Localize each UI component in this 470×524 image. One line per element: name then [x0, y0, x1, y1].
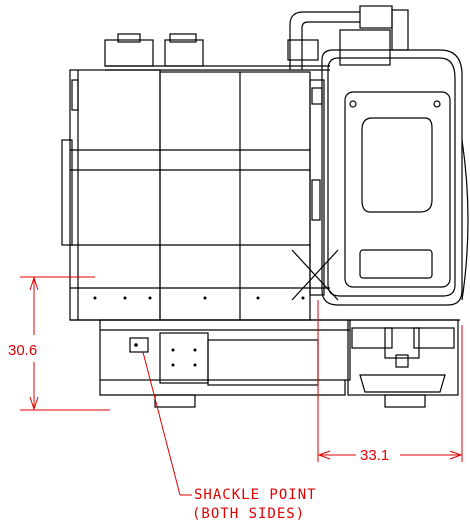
width-dimension-label: 33.1 — [360, 447, 389, 464]
foot-left — [154, 394, 196, 408]
shackle-point — [129, 337, 149, 353]
base-panel — [159, 332, 209, 384]
dimension-width — [317, 300, 463, 462]
pipe-fitting — [359, 5, 393, 29]
callout-line-2: (BOTH SIDES) — [192, 506, 305, 522]
left-panel — [61, 139, 73, 246]
callout-leader — [142, 351, 192, 496]
left-enclosure — [69, 69, 161, 321]
arrow-up-icon — [29, 276, 39, 291]
junction-box-left — [104, 39, 154, 67]
junction-box-right-cap — [169, 33, 197, 43]
junction-box-right — [164, 39, 204, 67]
arrow-down-icon — [29, 396, 39, 411]
door-frame — [344, 91, 451, 288]
height-dimension-label: 30.6 — [8, 342, 37, 359]
pipe — [289, 11, 360, 70]
machine-body — [61, 5, 469, 408]
arrow-left-icon — [317, 450, 331, 460]
junction-box-left-cap — [117, 33, 141, 43]
door-window — [361, 117, 433, 213]
dimension-height — [20, 276, 110, 411]
arrow-right-icon — [449, 450, 463, 460]
coolant-tank — [347, 319, 459, 396]
base — [99, 319, 351, 381]
foot-right — [384, 394, 426, 408]
pipe-box — [339, 29, 391, 66]
door-handle-panel — [359, 249, 433, 279]
pipe-coupler — [391, 9, 409, 51]
callout-line-1: SHACKLE POINT — [194, 487, 317, 503]
center-enclosure — [159, 71, 311, 321]
door-enclosure — [321, 49, 463, 306]
